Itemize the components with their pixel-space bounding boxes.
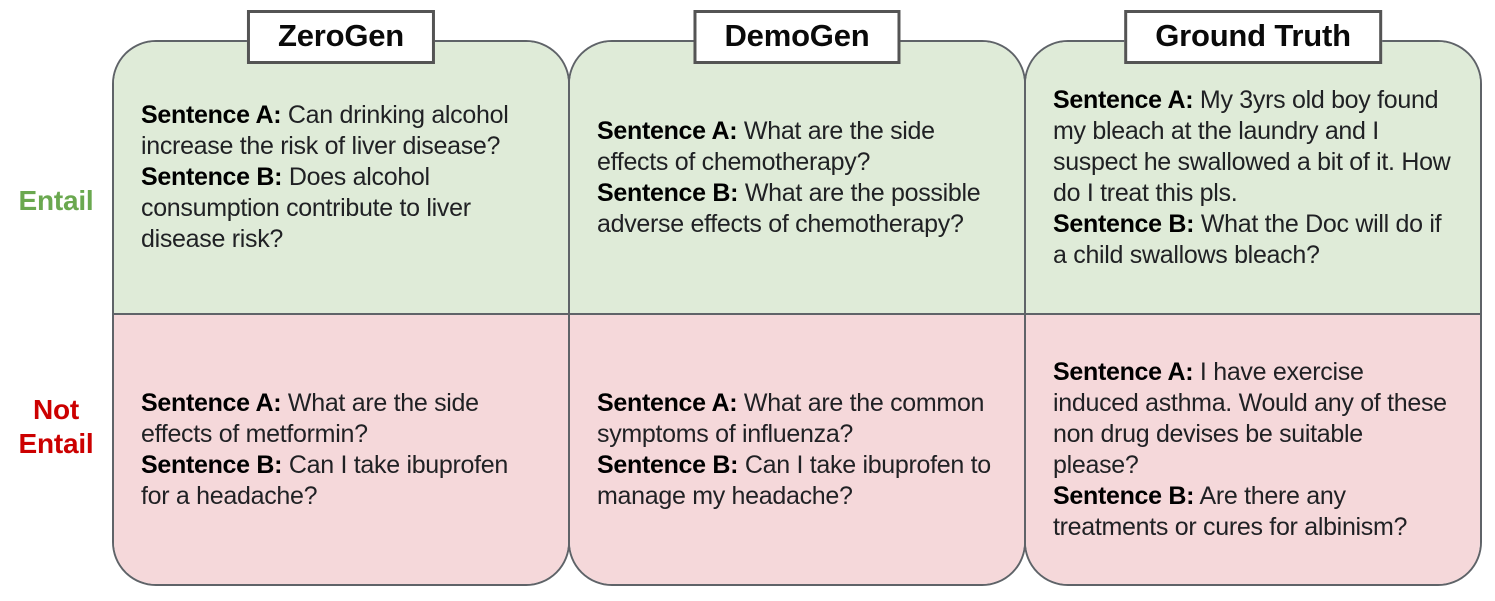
column-ground-truth: Ground Truth Sentence A: My 3yrs old boy… xyxy=(1024,10,1482,586)
cell-zerogen-not-entail: Sentence A: What are the side effects of… xyxy=(114,315,568,584)
sentence-pair-a: Sentence A: Can drinking alcohol increas… xyxy=(141,100,541,162)
sentence-a-text: My 3yrs old boy found my bleach at the l… xyxy=(1053,85,1451,207)
column-body-zerogen: Sentence A: Can drinking alcohol increas… xyxy=(112,40,570,586)
sentence-pair-b: Sentence B: Can I take ibuprofen for a h… xyxy=(141,450,541,512)
sentence-b-text: Does alcohol consumption contribute to l… xyxy=(141,163,471,253)
sentence-b-label: Sentence B: xyxy=(597,178,739,207)
sentence-a-text: What are the common symptoms of influenz… xyxy=(597,388,985,448)
sentence-pair-b: Sentence B: What the Doc will do if a ch… xyxy=(1053,209,1453,271)
sentence-a-label: Sentence A: xyxy=(1053,85,1194,114)
sentence-pair-a: Sentence A: What are the side effects of… xyxy=(597,116,997,178)
sentence-a-label: Sentence A: xyxy=(597,388,738,417)
entail-row-label: Entail xyxy=(18,184,94,216)
sentence-a-text: What are the side effects of chemotherap… xyxy=(597,116,935,176)
sentence-b-label: Sentence B: xyxy=(597,450,739,479)
sentence-b-label: Sentence B: xyxy=(141,450,283,479)
sentence-a-label: Sentence A: xyxy=(1053,357,1194,386)
sentence-pair-b: Sentence B: What are the possible advers… xyxy=(597,178,997,240)
sentence-pair-a: Sentence A: My 3yrs old boy found my ble… xyxy=(1053,85,1453,209)
sentence-a-label: Sentence A: xyxy=(597,116,738,145)
sentence-b-text: What are the possible adverse effects of… xyxy=(597,178,981,238)
row-label-cell-not-entail: Not Entail xyxy=(0,317,112,586)
column-demogen: DemoGen Sentence A: What are the side ef… xyxy=(568,10,1026,586)
cell-ground-truth-entail: Sentence A: My 3yrs old boy found my ble… xyxy=(1026,42,1480,315)
column-header-ground-truth: Ground Truth xyxy=(1124,10,1382,64)
row-label-column: Entail Not Entail xyxy=(0,40,112,586)
cell-ground-truth-not-entail: Sentence A: I have exercise induced asth… xyxy=(1026,315,1480,584)
sentence-pair-b: Sentence B: Can I take ibuprofen to mana… xyxy=(597,450,997,512)
comparison-table: Entail Not Entail ZeroGen Sentence A: Ca… xyxy=(0,10,1482,586)
sentence-a-text: What are the side effects of metformin? xyxy=(141,388,479,448)
sentence-b-text: Can I take ibuprofen for a headache? xyxy=(141,450,508,510)
sentence-a-label: Sentence A: xyxy=(141,101,282,129)
sentence-pair-b: Sentence B: Does alcohol consumption con… xyxy=(141,162,541,255)
row-label-cell-entail: Entail xyxy=(0,40,112,317)
column-header-demogen: DemoGen xyxy=(693,10,901,64)
sentence-b-text: What the Doc will do if a child swallows… xyxy=(1053,209,1442,269)
cell-demogen-entail: Sentence A: What are the side effects of… xyxy=(570,42,1024,315)
sentence-b-text: Can I take ibuprofen to manage my headac… xyxy=(597,450,991,510)
column-header-zerogen: ZeroGen xyxy=(246,10,436,64)
sentence-pair-a: Sentence A: What are the side effects of… xyxy=(141,388,541,450)
cell-demogen-not-entail: Sentence A: What are the common symptoms… xyxy=(570,315,1024,584)
column-zerogen: ZeroGen Sentence A: Can drinking alcohol… xyxy=(112,10,570,586)
sentence-b-label: Sentence B: xyxy=(1053,209,1195,238)
sentence-b-label: Sentence B: xyxy=(1053,481,1195,510)
sentence-a-label: Sentence A: xyxy=(141,388,282,417)
sentence-pair-b: Sentence B: Are there any treatments or … xyxy=(1053,481,1453,543)
sentence-a-text: Can drinking alcohol increase the risk o… xyxy=(141,101,509,160)
column-body-demogen: Sentence A: What are the side effects of… xyxy=(568,40,1026,586)
not-entail-row-label: Not Entail xyxy=(18,393,94,459)
sentence-b-label: Sentence B: xyxy=(141,163,283,191)
sentence-pair-a: Sentence A: What are the common symptoms… xyxy=(597,388,997,450)
sentence-b-text: Are there any treatments or cures for al… xyxy=(1053,481,1408,541)
cell-zerogen-entail: Sentence A: Can drinking alcohol increas… xyxy=(114,42,568,315)
sentence-a-text: I have exercise induced asthma. Would an… xyxy=(1053,357,1447,479)
sentence-pair-a: Sentence A: I have exercise induced asth… xyxy=(1053,357,1453,481)
column-body-ground-truth: Sentence A: My 3yrs old boy found my ble… xyxy=(1024,40,1482,586)
